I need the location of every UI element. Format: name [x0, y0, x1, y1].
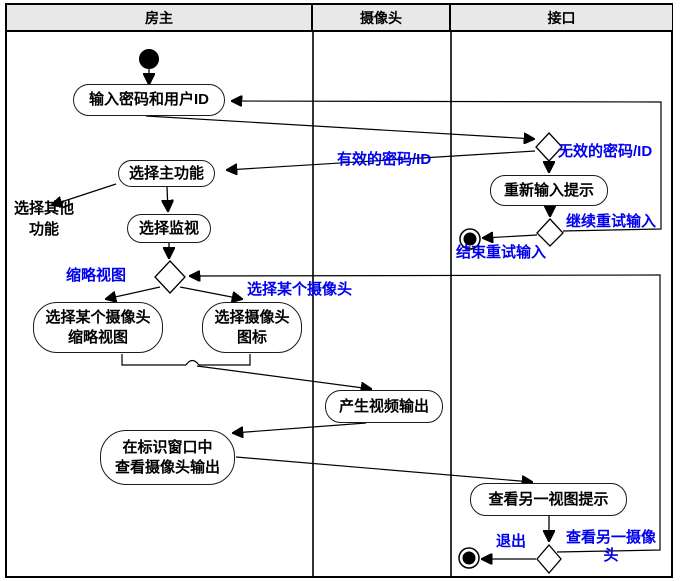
activity-generate-video-output: 产生视频输出 — [325, 390, 443, 423]
label-other-functions: 选择其他 功能 — [13, 200, 74, 238]
edge-join-hop — [185, 359, 200, 366]
activity-view-another-prompt: 查看另一视图提示 — [470, 483, 627, 516]
activity-input-password: 输入密码和用户ID — [73, 84, 225, 116]
decision-password-valid — [535, 132, 563, 162]
edge-input-to-validate — [145, 115, 534, 139]
edge-decision-to-thumbnail — [106, 286, 161, 299]
edge-other-functions — [52, 183, 117, 205]
guard-thumbnail-view: 缩略视图 — [66, 267, 127, 284]
activity-retry-prompt: 重新输入提示 — [490, 175, 608, 206]
guard-view-another-camera: 查看另一摄像 头 — [565, 529, 656, 564]
initial-state-node — [139, 49, 159, 69]
guard-valid-password: 有效的密码/ID — [337, 151, 432, 168]
edge-join-to-video-output — [196, 365, 371, 389]
edge-select-main-to-monitor — [167, 186, 168, 211]
edge-valid-to-select-main — [227, 150, 536, 170]
activity-view-in-window: 在标识窗口中 查看摄像头输出 — [100, 430, 235, 485]
lane-header-label: 房主 — [145, 9, 173, 26]
activity-select-main-function: 选择主功能 — [118, 160, 215, 187]
guard-end-retry: 结束重试输入 — [456, 244, 547, 261]
guard-select-a-camera: 选择某个摄像头 — [247, 281, 353, 298]
decision-exit-or-another — [536, 544, 562, 574]
guard-exit: 退出 — [496, 533, 527, 550]
final-state-retry-inner — [463, 232, 477, 246]
edge-view-another-camera-loop — [190, 275, 661, 553]
edge-continue-retry-loop — [232, 101, 662, 232]
lane-header-label: 摄像头 — [360, 9, 402, 26]
activity-select-camera-icon: 选择摄像头 图标 — [202, 302, 302, 353]
edge-join-connector — [121, 354, 251, 366]
edge-video-to-view-window — [233, 422, 367, 433]
decision-retry — [536, 218, 564, 247]
activity-select-monitor: 选择监视 — [127, 214, 211, 243]
lane-header-interface: 接口 — [451, 5, 672, 32]
guard-invalid-password: 无效的密码/ID — [558, 143, 653, 160]
lane-header-homeowner: 房主 — [7, 5, 313, 32]
decision-view-mode — [154, 260, 186, 294]
final-state-exit-inner — [462, 551, 476, 565]
lane-header-label: 接口 — [547, 9, 576, 26]
activity-select-camera-thumbnail: 选择某个摄像头 缩略视图 — [33, 302, 163, 353]
lane-header-camera: 摄像头 — [313, 5, 451, 32]
edge-view-window-to-another-prompt — [235, 456, 532, 482]
guard-continue-retry: 继续重试输入 — [566, 213, 657, 230]
edge-decision-to-icon — [179, 286, 242, 299]
edge-end-retry-to-final — [483, 235, 538, 238]
